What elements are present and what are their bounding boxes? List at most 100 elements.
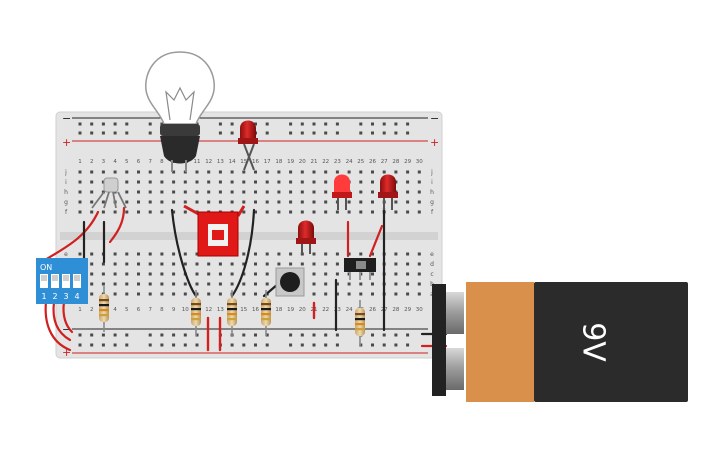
terminal-hole[interactable]: [195, 272, 199, 276]
terminal-hole[interactable]: [265, 170, 269, 174]
terminal-hole[interactable]: [371, 282, 374, 286]
terminal-hole[interactable]: [406, 190, 410, 194]
terminal-hole[interactable]: [207, 262, 211, 266]
terminal-hole[interactable]: [230, 200, 234, 204]
terminal-hole[interactable]: [183, 262, 187, 266]
terminal-hole[interactable]: [335, 210, 339, 214]
rail-hole[interactable]: [382, 333, 386, 337]
rail-hole[interactable]: [160, 343, 164, 347]
terminal-hole[interactable]: [265, 252, 269, 256]
terminal-hole[interactable]: [242, 190, 246, 194]
rail-hole[interactable]: [218, 122, 222, 126]
terminal-hole[interactable]: [359, 200, 363, 204]
terminal-hole[interactable]: [394, 292, 398, 296]
terminal-hole[interactable]: [160, 210, 164, 214]
terminal-hole[interactable]: [172, 292, 176, 296]
terminal-hole[interactable]: [230, 190, 234, 194]
terminal-hole[interactable]: [406, 180, 410, 184]
rail-hole[interactable]: [195, 333, 199, 337]
terminal-hole[interactable]: [406, 282, 410, 286]
rail-hole[interactable]: [113, 122, 117, 126]
terminal-hole[interactable]: [160, 292, 164, 296]
red-led-lower[interactable]: [296, 220, 316, 255]
terminal-hole[interactable]: [265, 210, 269, 214]
rail-hole[interactable]: [254, 343, 257, 347]
terminal-hole[interactable]: [172, 272, 176, 276]
terminal-hole[interactable]: [324, 190, 328, 194]
terminal-hole[interactable]: [324, 200, 328, 204]
rail-hole[interactable]: [324, 333, 328, 337]
rail-hole[interactable]: [289, 122, 293, 126]
rail-hole[interactable]: [172, 333, 176, 337]
rail-hole[interactable]: [300, 333, 304, 337]
terminal-hole[interactable]: [394, 282, 398, 286]
terminal-hole[interactable]: [207, 292, 211, 296]
rail-hole[interactable]: [300, 122, 304, 126]
terminal-hole[interactable]: [242, 210, 246, 214]
resistor[interactable]: [99, 286, 109, 332]
terminal-hole[interactable]: [359, 210, 363, 214]
resistor[interactable]: [261, 290, 271, 336]
rail-hole[interactable]: [289, 333, 293, 337]
rail-hole[interactable]: [101, 343, 105, 347]
terminal-hole[interactable]: [394, 252, 398, 256]
terminal-hole[interactable]: [371, 200, 374, 204]
terminal-hole[interactable]: [207, 190, 211, 194]
terminal-hole[interactable]: [324, 210, 328, 214]
terminal-hole[interactable]: [90, 282, 94, 286]
terminal-hole[interactable]: [101, 262, 105, 266]
terminal-hole[interactable]: [218, 180, 222, 184]
terminal-hole[interactable]: [289, 170, 293, 174]
rail-hole[interactable]: [172, 343, 176, 347]
terminal-hole[interactable]: [254, 200, 257, 204]
rail-hole[interactable]: [265, 343, 269, 347]
terminal-hole[interactable]: [242, 252, 246, 256]
rail-hole[interactable]: [183, 343, 187, 347]
terminal-hole[interactable]: [406, 170, 410, 174]
rail-hole[interactable]: [300, 131, 304, 135]
terminal-hole[interactable]: [125, 282, 129, 286]
terminal-hole[interactable]: [148, 180, 152, 184]
terminal-hole[interactable]: [207, 170, 211, 174]
terminal-hole[interactable]: [359, 282, 363, 286]
terminal-hole[interactable]: [125, 170, 129, 174]
rail-hole[interactable]: [113, 343, 117, 347]
terminal-hole[interactable]: [394, 210, 398, 214]
rail-hole[interactable]: [195, 343, 199, 347]
terminal-hole[interactable]: [254, 292, 257, 296]
terminal-hole[interactable]: [371, 272, 374, 276]
terminal-hole[interactable]: [324, 272, 328, 276]
terminal-hole[interactable]: [417, 252, 421, 256]
terminal-hole[interactable]: [300, 190, 304, 194]
terminal-hole[interactable]: [312, 180, 316, 184]
terminal-hole[interactable]: [78, 180, 82, 184]
terminal-hole[interactable]: [300, 170, 304, 174]
terminal-hole[interactable]: [300, 180, 304, 184]
terminal-hole[interactable]: [218, 190, 222, 194]
rail-hole[interactable]: [312, 131, 316, 135]
terminal-hole[interactable]: [195, 200, 199, 204]
terminal-hole[interactable]: [324, 180, 328, 184]
terminal-hole[interactable]: [254, 190, 257, 194]
terminal-hole[interactable]: [101, 210, 105, 214]
terminal-hole[interactable]: [101, 282, 105, 286]
terminal-hole[interactable]: [195, 190, 199, 194]
terminal-hole[interactable]: [254, 262, 257, 266]
rail-hole[interactable]: [335, 131, 339, 135]
terminal-hole[interactable]: [137, 180, 140, 184]
terminal-hole[interactable]: [289, 200, 293, 204]
terminal-hole[interactable]: [230, 262, 234, 266]
terminal-hole[interactable]: [183, 252, 187, 256]
rail-hole[interactable]: [242, 343, 246, 347]
terminal-hole[interactable]: [382, 170, 386, 174]
rail-hole[interactable]: [312, 333, 316, 337]
terminal-hole[interactable]: [394, 262, 398, 266]
rail-hole[interactable]: [125, 122, 129, 126]
terminal-hole[interactable]: [172, 210, 176, 214]
rail-hole[interactable]: [382, 131, 386, 135]
terminal-hole[interactable]: [90, 292, 94, 296]
rail-hole[interactable]: [406, 333, 410, 337]
rail-hole[interactable]: [90, 333, 94, 337]
terminal-hole[interactable]: [207, 272, 211, 276]
terminal-hole[interactable]: [417, 170, 421, 174]
